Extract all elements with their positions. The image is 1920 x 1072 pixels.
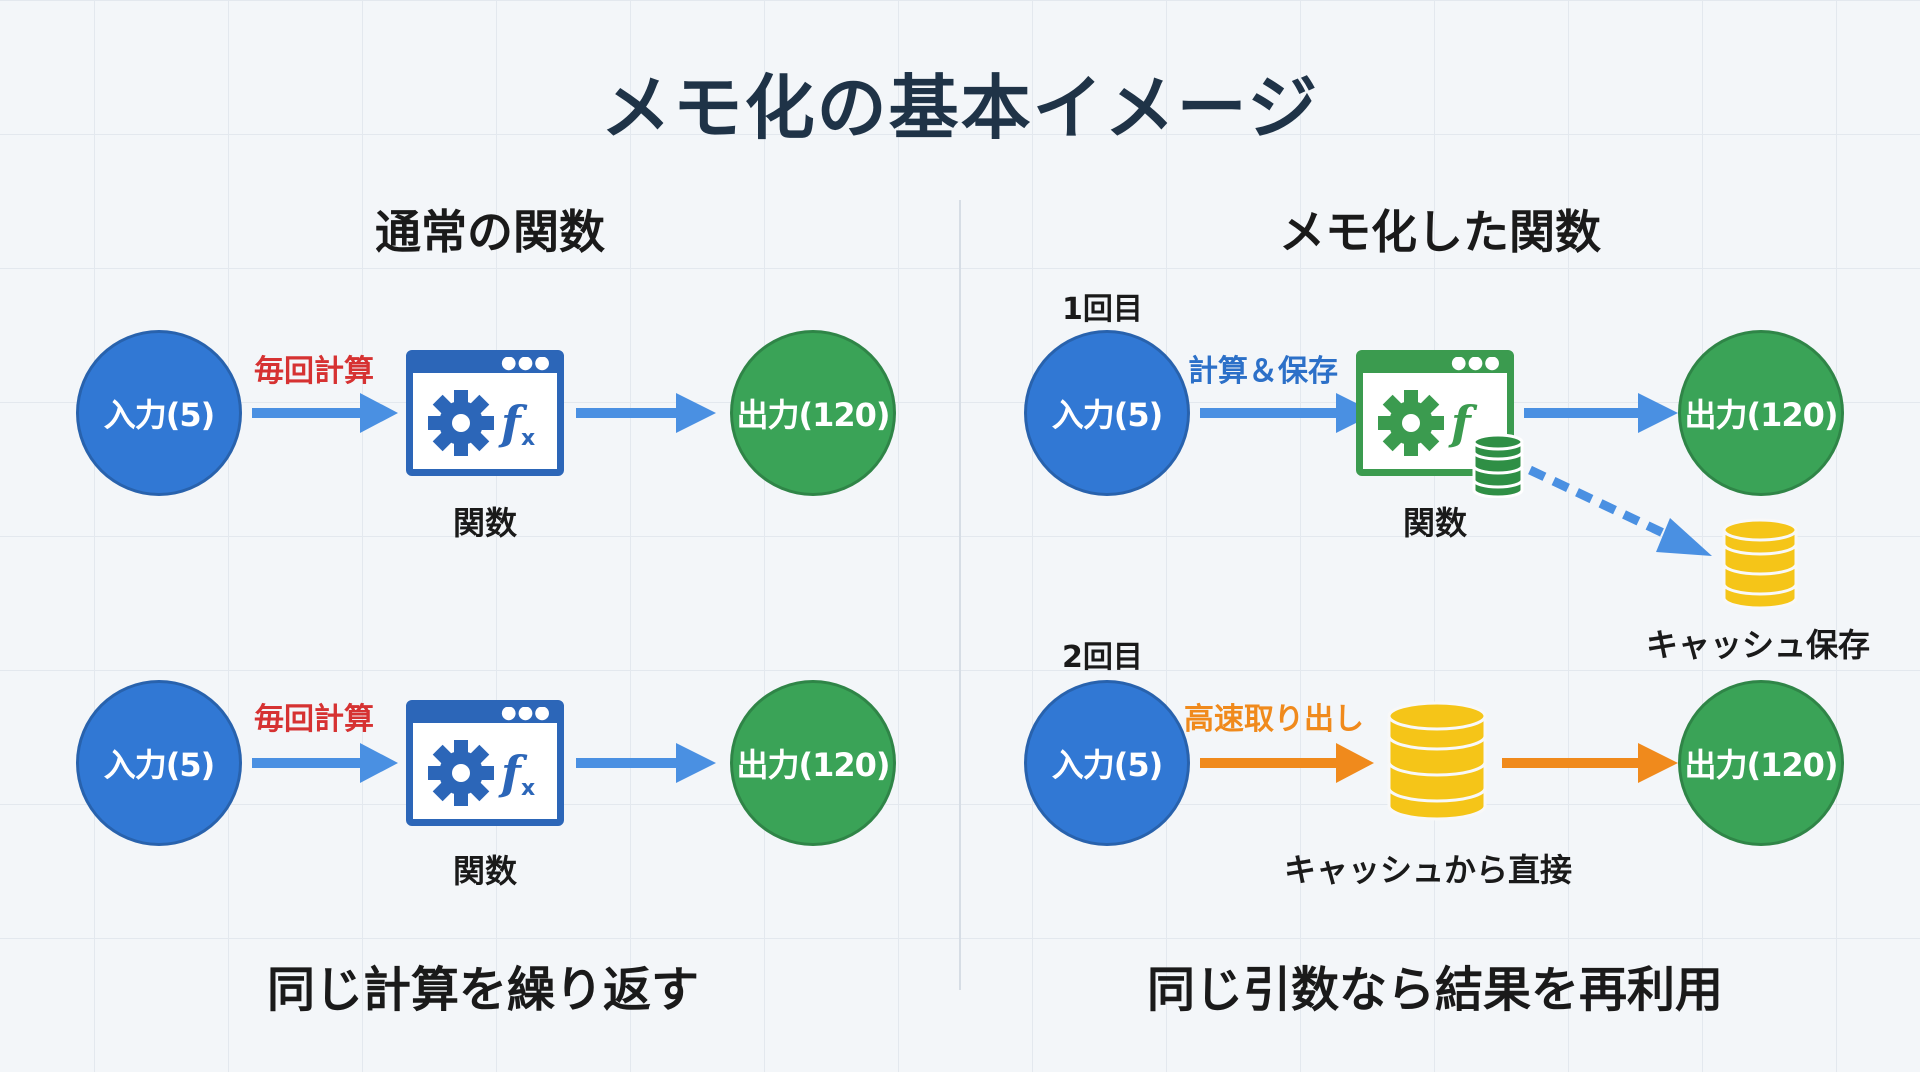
function-label: 関数 — [1402, 504, 1467, 542]
page-title: メモ化の基本イメージ — [600, 67, 1320, 149]
input-circle: 入力(5) — [76, 680, 242, 846]
arrow-left-row2-output — [576, 743, 716, 783]
output-circle: 出力(120) — [730, 680, 896, 846]
input-circle: 入力(5) — [1024, 330, 1190, 496]
function-window: ●●● f x — [406, 700, 564, 826]
arrow-left-row1-output — [576, 393, 716, 433]
database-icon — [1472, 433, 1524, 498]
input-circle: 入力(5) — [1024, 680, 1190, 846]
output-circle: 出力(120) — [1678, 330, 1844, 496]
second-run-label: 2回目 — [1062, 640, 1143, 675]
gear-fx-icon: f x — [428, 390, 535, 456]
section-divider — [959, 200, 961, 990]
arrow-right-second-output — [1502, 743, 1678, 783]
output-circle: 出力(120) — [730, 330, 896, 496]
arrow-label-every-time: 毎回計算 — [254, 702, 374, 737]
function-label: 関数 — [452, 852, 517, 890]
input-circle: 入力(5) — [76, 330, 242, 496]
arrow-label-compute-save: 計算＆保存 — [1188, 354, 1338, 389]
arrow-right-first-input — [1200, 393, 1376, 433]
memoized-function-window: ●●● f — [1356, 350, 1514, 476]
left-section-heading: 通常の関数 — [375, 205, 605, 259]
cache-database-icon — [1722, 518, 1798, 610]
function-window: ●●● f x — [406, 350, 564, 476]
window-dots-icon: ●●● — [500, 702, 551, 723]
window-dots-icon: ●●● — [1450, 352, 1501, 373]
svg-text:x: x — [521, 426, 535, 451]
first-run-label: 1回目 — [1062, 292, 1143, 327]
arrow-right-first-output — [1524, 393, 1678, 433]
arrow-left-row2-input — [252, 743, 398, 783]
gear-fx-icon: f x — [428, 740, 535, 806]
arrow-left-row1-input — [252, 393, 398, 433]
cache-database-icon — [1387, 701, 1487, 821]
left-caption: 同じ計算を繰り返す — [266, 962, 699, 1018]
right-section-heading: メモ化した関数 — [1279, 205, 1601, 259]
arrow-label-fast-retrieve: 高速取り出し — [1184, 702, 1364, 737]
function-label: 関数 — [452, 504, 517, 542]
arrow-right-second-input — [1200, 743, 1374, 783]
cache-save-label: キャッシュ保存 — [1646, 626, 1871, 664]
window-dots-icon: ●●● — [500, 352, 551, 373]
arrow-label-every-time: 毎回計算 — [254, 354, 374, 389]
svg-text:x: x — [521, 776, 535, 801]
output-circle: 出力(120) — [1678, 680, 1844, 846]
right-caption: 同じ引数なら結果を再利用 — [1146, 962, 1723, 1018]
arrow-right-first-cache-save — [1528, 465, 1712, 556]
gear-fx-icon: f — [1378, 390, 1478, 456]
cache-direct-label: キャッシュから直接 — [1284, 851, 1573, 889]
